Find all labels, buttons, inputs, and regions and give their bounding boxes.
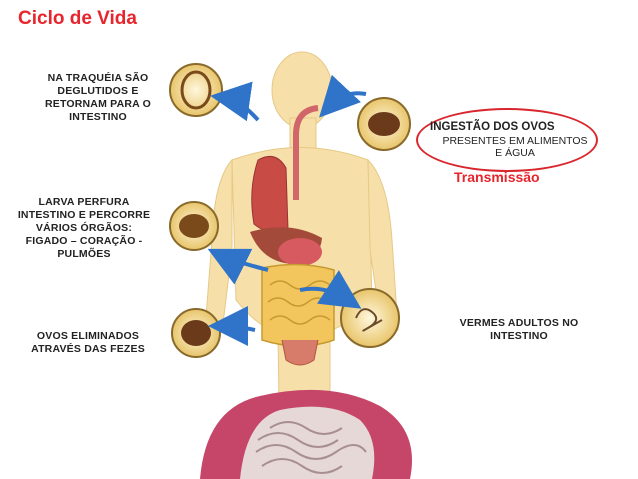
egg-circle-top-left [169, 63, 223, 117]
label-vermes-line-2: INTESTINO [490, 330, 548, 342]
label-vermes-line-1: VERMES ADULTOS NO [459, 317, 579, 329]
label-traqueia-line-4: INTESTINO [69, 111, 127, 123]
cycle-arrows [207, 74, 367, 347]
label-larva-line-5: PULMÕES [57, 248, 111, 260]
trachea [293, 105, 319, 200]
label-larva-line-4: FIGADO – CORAÇÃO - [25, 235, 143, 247]
label-ingestao-sub-2: E ÁGUA [495, 147, 535, 159]
label-ingestao-sub: PRESENTES EM ALIMENTOS E ÁGUA [440, 135, 590, 159]
lung [251, 155, 289, 233]
label-traqueia-line-1: NA TRAQUÉIA SÃO [47, 72, 149, 84]
label-transmissao: Transmissão [454, 169, 540, 185]
ingestion-highlight-oval [416, 108, 598, 172]
egg-circle-bottom-left [171, 308, 221, 358]
label-ingestao-title: INGESTÃO DOS OVOS [430, 121, 555, 133]
intestines [261, 263, 335, 347]
label-ovos-line-2: ATRAVÉS DAS FEZES [31, 343, 145, 355]
label-larva: LARVA PERFURA INTESTINO E PERCORRE VÁRIO… [4, 196, 164, 261]
label-larva-line-1: LARVA PERFURA [38, 196, 130, 208]
egg-circle-mid-left [169, 201, 219, 251]
label-traqueia-line-3: RETORNAM PARA O [44, 98, 152, 110]
label-vermes: VERMES ADULTOS NO INTESTINO [444, 317, 594, 343]
label-ovos-line-1: OVOS ELIMINADOS [36, 330, 140, 342]
stomach [278, 238, 322, 266]
egg-circle-top-right [357, 97, 411, 151]
label-larva-line-3: VÁRIOS ÓRGÃOS: [35, 222, 133, 234]
label-larva-line-2: INTESTINO E PERCORRE [17, 209, 151, 221]
label-ovos-eliminados: OVOS ELIMINADOS ATRAVÉS DAS FEZES [18, 330, 158, 356]
worm-circle-right [340, 288, 400, 348]
intestine-worms-illustration [200, 389, 412, 479]
page-title: Ciclo de Vida [18, 8, 137, 29]
label-traqueia-line-2: DEGLUTIDOS E [57, 85, 139, 97]
label-traqueia: NA TRAQUÉIA SÃO DEGLUTIDOS E RETORNAM PA… [32, 72, 164, 124]
label-ingestao-sub-1: PRESENTES EM ALIMENTOS [442, 135, 588, 147]
